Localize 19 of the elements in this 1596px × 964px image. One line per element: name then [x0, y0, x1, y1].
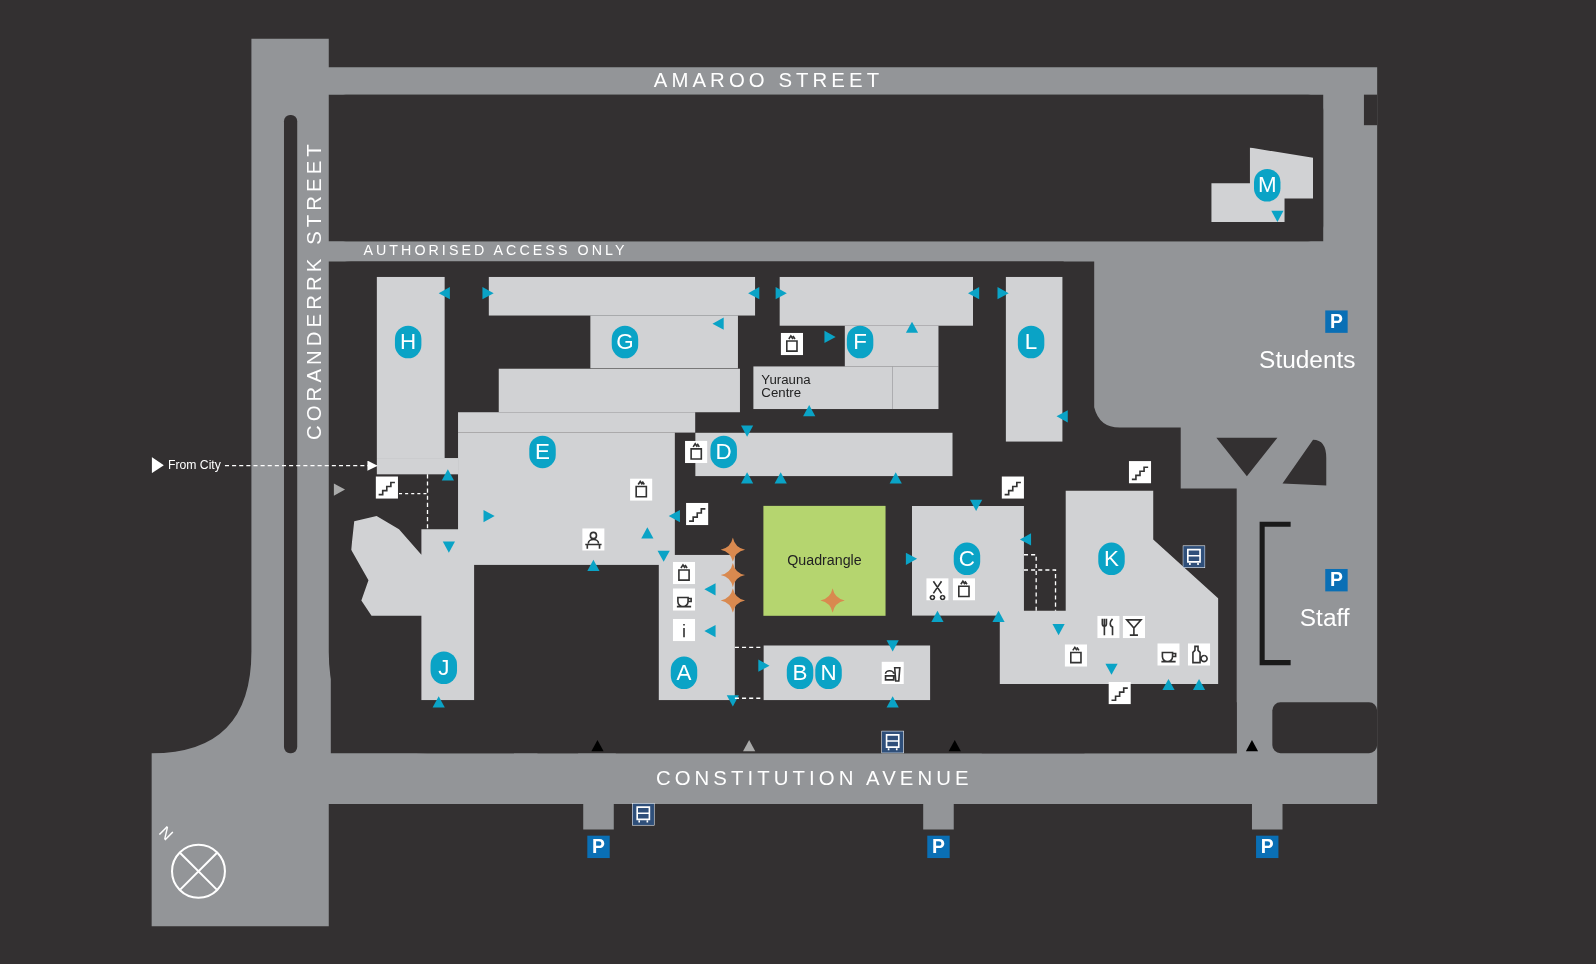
north-label: N: [155, 823, 176, 844]
walkway-line: [1023, 569, 1057, 612]
parking-label: Staff: [1299, 603, 1350, 633]
street-name: CONSTITUTION AVENUE: [655, 767, 973, 788]
walkway-line: [1023, 554, 1037, 612]
parking-sign: P: [927, 835, 950, 859]
parking-label: Students: [1259, 346, 1356, 375]
quadrangle-lawn: Quadrangle: [763, 505, 886, 616]
street-name: CORANDERRK STREET: [303, 140, 324, 441]
parking-sign: P: [1325, 569, 1348, 592]
access-note: AUTHORISED ACCESS ONLY: [363, 243, 628, 258]
walkway-line: [426, 473, 429, 530]
parking-sign: P: [1256, 835, 1279, 859]
building-name: Yurauna Centre: [761, 372, 812, 399]
parking-sign: P: [1325, 310, 1348, 333]
parking-sign: P: [587, 835, 610, 859]
street-name: AMAROO STREET: [653, 69, 884, 90]
route-label: From City: [167, 458, 221, 473]
route-arrow: [224, 460, 378, 471]
